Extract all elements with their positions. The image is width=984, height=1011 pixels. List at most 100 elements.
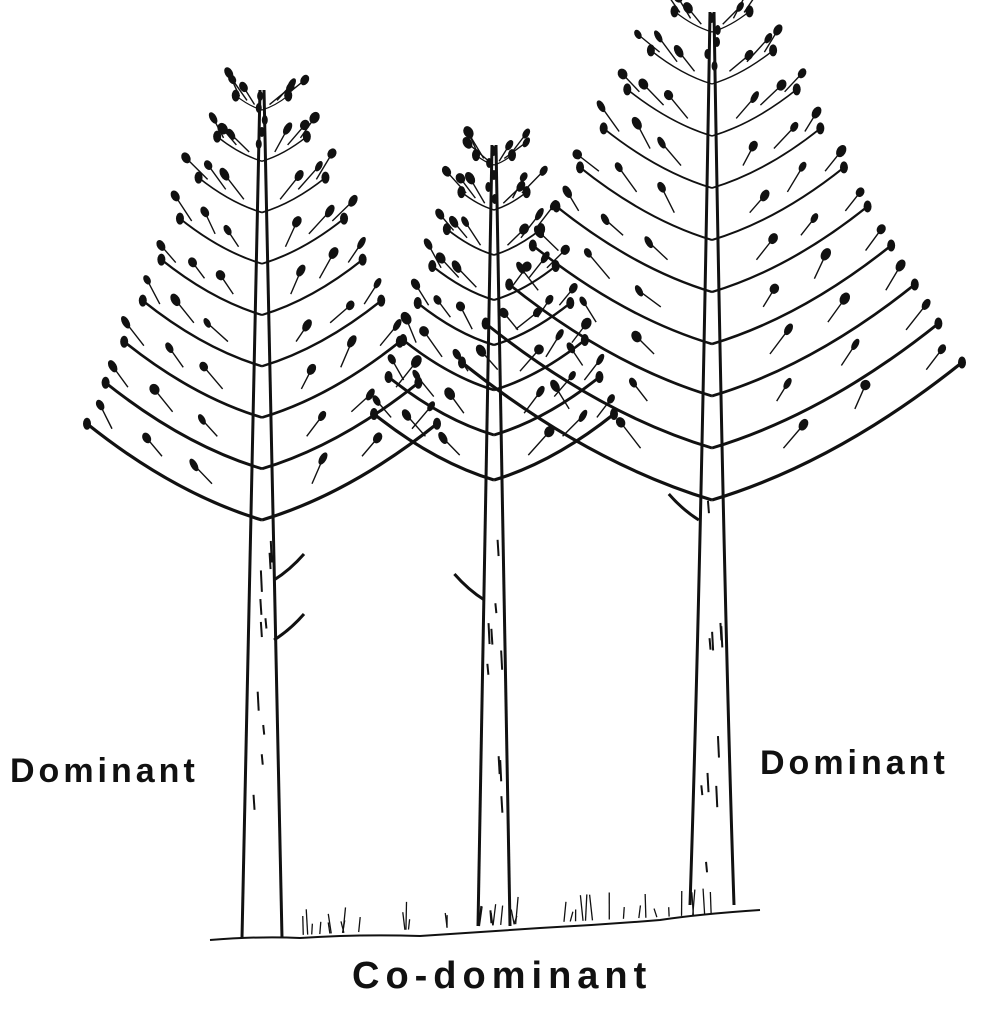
dominant-tree-left bbox=[83, 66, 441, 938]
branch bbox=[262, 342, 400, 418]
bark-mark bbox=[489, 623, 490, 644]
dominant-label-left: Dominant bbox=[10, 752, 199, 791]
leaf bbox=[281, 121, 294, 136]
leaf bbox=[214, 268, 227, 282]
branch bbox=[432, 266, 494, 300]
leaf bbox=[875, 223, 888, 236]
leaf bbox=[548, 378, 562, 394]
grass-blade bbox=[564, 902, 566, 922]
leaf bbox=[769, 44, 777, 56]
leaf bbox=[326, 147, 339, 161]
leaf bbox=[142, 274, 153, 286]
branch bbox=[604, 128, 712, 188]
leaf bbox=[486, 158, 492, 168]
leaf bbox=[579, 316, 594, 332]
branch bbox=[712, 128, 820, 188]
leaf bbox=[207, 111, 219, 125]
leaf bbox=[810, 105, 824, 120]
branch bbox=[447, 229, 494, 255]
leaf bbox=[294, 263, 307, 278]
bark-mark bbox=[270, 553, 271, 569]
bark-mark bbox=[710, 638, 711, 649]
leaf bbox=[633, 28, 644, 40]
bark-mark bbox=[271, 541, 272, 563]
bark-mark bbox=[721, 626, 722, 647]
co-dominant-label: Co-dominant bbox=[352, 955, 652, 998]
leaf bbox=[305, 362, 318, 376]
leaf bbox=[298, 73, 311, 87]
co-dominant-tree-center bbox=[370, 124, 618, 926]
leaf bbox=[747, 139, 760, 153]
grass-blade bbox=[623, 907, 624, 919]
bark-mark bbox=[708, 501, 709, 513]
leaf bbox=[457, 186, 465, 198]
bark-mark bbox=[265, 618, 266, 628]
leaf bbox=[518, 171, 529, 183]
leaf bbox=[491, 170, 497, 180]
leaf bbox=[385, 371, 393, 383]
leaf bbox=[552, 200, 560, 212]
bark-mark bbox=[501, 796, 502, 813]
grass-blade bbox=[590, 895, 593, 921]
leaf bbox=[837, 291, 852, 307]
leaf bbox=[623, 83, 631, 95]
leaf bbox=[139, 295, 147, 307]
bark-mark bbox=[491, 629, 492, 645]
bark-mark bbox=[706, 862, 707, 872]
leaf bbox=[771, 23, 784, 37]
leaf bbox=[704, 49, 710, 59]
leaf bbox=[359, 254, 367, 266]
grass-blade bbox=[586, 894, 587, 920]
branch bbox=[217, 137, 262, 162]
leaf bbox=[317, 451, 330, 466]
grass-blade bbox=[570, 912, 573, 922]
leaf bbox=[417, 324, 431, 338]
leaf bbox=[199, 205, 211, 219]
grass-blade bbox=[580, 895, 583, 921]
bark-mark bbox=[499, 756, 500, 774]
leaf bbox=[712, 61, 718, 71]
leaf bbox=[259, 127, 265, 137]
ground-line bbox=[210, 910, 760, 940]
branch-stub bbox=[274, 614, 304, 640]
bark-mark bbox=[701, 785, 702, 795]
leaf bbox=[578, 295, 589, 307]
leaf bbox=[599, 212, 611, 226]
leaf bbox=[797, 160, 808, 173]
leaf bbox=[485, 182, 491, 192]
leaf bbox=[816, 122, 824, 134]
leaf bbox=[157, 254, 165, 266]
branch-stub bbox=[454, 574, 484, 600]
grass-blade bbox=[408, 919, 409, 929]
leaf bbox=[102, 377, 110, 389]
bark-mark bbox=[261, 622, 262, 637]
leaf bbox=[169, 189, 182, 203]
grass-blade bbox=[491, 913, 493, 926]
bark-mark bbox=[708, 773, 709, 792]
branch-stub bbox=[274, 554, 304, 580]
twig bbox=[588, 253, 610, 279]
branch-stub bbox=[669, 494, 699, 520]
leaf bbox=[307, 110, 321, 125]
leaf bbox=[176, 213, 184, 225]
leaf bbox=[746, 5, 754, 17]
leaf bbox=[213, 131, 221, 143]
leaf bbox=[222, 224, 233, 237]
bark-mark bbox=[261, 570, 262, 591]
leaf bbox=[472, 149, 480, 161]
branch bbox=[161, 260, 262, 315]
leaf bbox=[482, 317, 490, 329]
bark-mark bbox=[258, 692, 259, 711]
bark-mark bbox=[495, 603, 496, 613]
leaf bbox=[571, 148, 584, 162]
leaf bbox=[232, 90, 240, 102]
leaf bbox=[262, 115, 268, 125]
grass-tufts bbox=[303, 889, 711, 935]
leaf bbox=[529, 239, 537, 251]
grass-blade bbox=[403, 912, 405, 930]
leaf bbox=[290, 214, 303, 229]
grass-blade bbox=[359, 917, 361, 932]
branch bbox=[124, 342, 262, 418]
leaf bbox=[491, 146, 497, 156]
leaf bbox=[911, 278, 919, 290]
